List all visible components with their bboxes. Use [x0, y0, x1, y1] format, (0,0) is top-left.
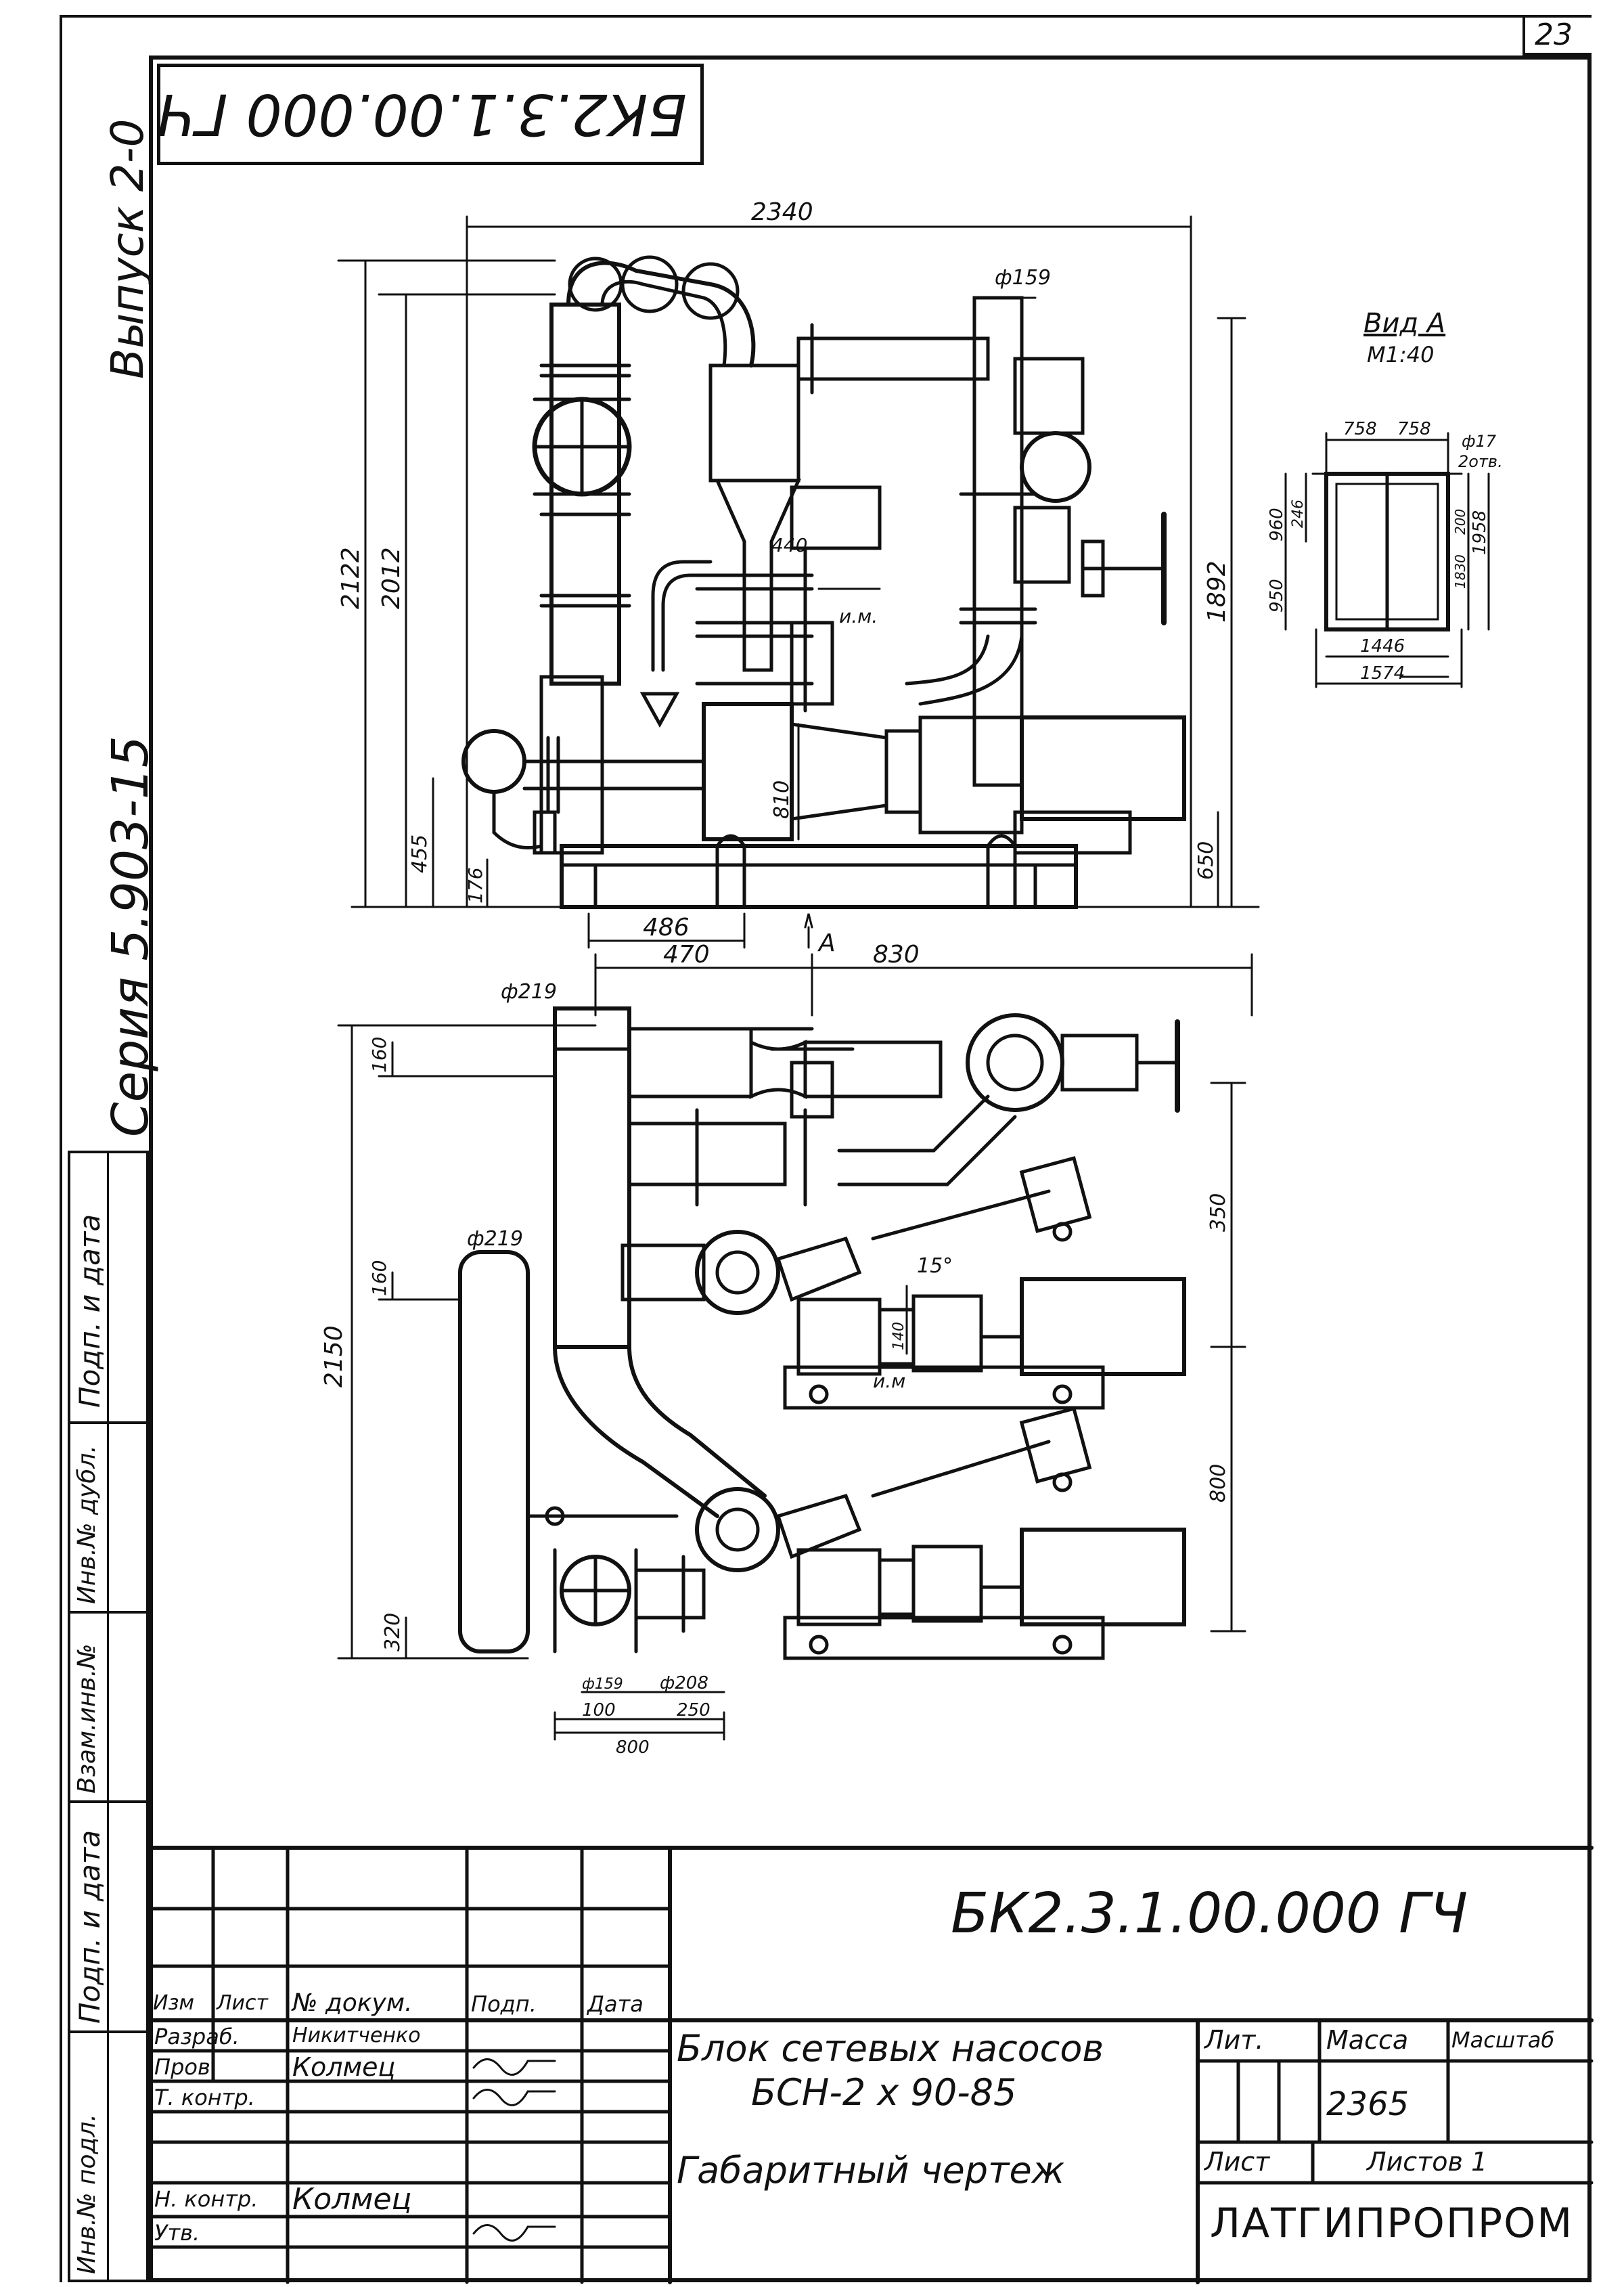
- dim-160-top: 160: [368, 1037, 390, 1073]
- tb-h-sheet: Лист: [1204, 2147, 1270, 2177]
- tb-role-5: Н. контр.: [154, 2186, 258, 2212]
- elevation-view: [461, 255, 1186, 909]
- plan-dimensions: [337, 953, 1253, 1741]
- page-number: 23: [1535, 18, 1573, 52]
- tb-organization: ЛАТГИПРОПРОМ: [1210, 2200, 1574, 2247]
- plan-view: [458, 1006, 1186, 1660]
- side-stamp-row-line: [68, 1421, 149, 1424]
- dim-800-bottom: 800: [616, 1737, 650, 1758]
- dim-486: 486: [643, 914, 690, 941]
- tb-role-1: Разраб.: [154, 2024, 240, 2049]
- tb-role-6: Утв.: [154, 2220, 200, 2246]
- drawing-frame: [149, 55, 1592, 2282]
- tb-h-scale: Масштаб: [1451, 2027, 1555, 2053]
- elevation-dimensions: [337, 215, 1260, 949]
- dim-758-a: 758: [1343, 419, 1377, 439]
- dim-250: 250: [677, 1700, 710, 1720]
- side-stamp-divider: [107, 1151, 109, 2282]
- dim-2012: 2012: [378, 547, 405, 609]
- dim-2340: 2340: [751, 198, 813, 226]
- dim-1830: 1830: [1452, 554, 1468, 589]
- title-block-lines: [147, 1846, 1594, 2284]
- dim-2122: 2122: [337, 547, 365, 609]
- tb-h-sheets: Листов 1: [1367, 2147, 1488, 2177]
- side-stamp-row-line: [68, 2030, 149, 2033]
- tb-designation: БК2.3.1.00.000 ГЧ: [951, 1882, 1468, 1946]
- dim-470: 470: [663, 941, 710, 969]
- dim-phi-small: ф159: [582, 1676, 623, 1693]
- dim-350: 350: [1206, 1193, 1230, 1232]
- tb-role-2: Пров.: [154, 2054, 217, 2080]
- page-number-box: [1522, 15, 1592, 55]
- dim-140: 140: [890, 1322, 907, 1350]
- tb-h-lit: Лит.: [1204, 2025, 1264, 2055]
- dim-2otv: 2отв.: [1458, 452, 1503, 471]
- dim-810: 810: [770, 780, 794, 819]
- dim-phi219-mid: ф219: [467, 1227, 523, 1251]
- dim-830: 830: [873, 941, 920, 969]
- dim-1446: 1446: [1360, 636, 1405, 657]
- tb-h-izm: Изм: [153, 1991, 195, 2015]
- tb-name-line3: Габаритный чертеж: [677, 2149, 1065, 2192]
- dim-440: 440: [771, 534, 807, 556]
- view-a-scale: М1:40: [1367, 342, 1435, 368]
- tb-h-sign: Подп.: [471, 1991, 537, 2017]
- dim-phi17: ф17: [1462, 432, 1497, 451]
- dim-160-mid: 160: [368, 1260, 390, 1296]
- dim-100: 100: [582, 1700, 616, 1720]
- tb-name-line2: БСН-2 x 90-85: [751, 2071, 1017, 2114]
- dim-um-top: и.м.: [839, 605, 878, 627]
- left-border-line: [60, 15, 62, 2282]
- dim-320: 320: [381, 1613, 405, 1651]
- dim-2150: 2150: [320, 1325, 348, 1387]
- tb-h-list: Лист: [217, 1991, 269, 2015]
- dim-246: 246: [1290, 499, 1307, 528]
- dim-200: 200: [1452, 509, 1468, 535]
- view-a-arrow-label: А: [817, 929, 836, 957]
- dim-1574: 1574: [1360, 663, 1405, 684]
- tb-h-date: Дата: [587, 1991, 644, 2017]
- dim-455: 455: [408, 835, 432, 873]
- dim-um-plan: и.м: [873, 1370, 905, 1392]
- dim-phi208: ф208: [660, 1673, 708, 1693]
- dim-1958: 1958: [1470, 510, 1490, 555]
- view-a-title: Вид А: [1363, 308, 1446, 339]
- dim-800-right: 800: [1206, 1464, 1230, 1503]
- dim-950: 950: [1267, 579, 1287, 613]
- side-stamp-row-line: [68, 1800, 149, 1803]
- view-a-drawing: [1284, 432, 1490, 688]
- dim-650: 650: [1194, 841, 1218, 880]
- dim-960: 960: [1267, 508, 1287, 541]
- tb-h-doc: № докум.: [292, 1989, 413, 2017]
- tb-role-3: Т. контр.: [154, 2085, 255, 2110]
- top-border-line: [60, 15, 1592, 18]
- dim-758-b: 758: [1397, 419, 1431, 439]
- tb-name-1: Никитченко: [292, 2024, 421, 2047]
- tb-name-2: Колмец: [292, 2052, 396, 2082]
- dim-1892: 1892: [1203, 560, 1231, 623]
- side-stamp-row-line: [68, 1611, 149, 1614]
- tb-mass-value: 2365: [1326, 2085, 1409, 2123]
- dim-176: 176: [464, 868, 487, 904]
- tb-name-5: Колмец: [292, 2182, 412, 2217]
- dim-15deg: 15°: [917, 1254, 953, 1278]
- dim-phi159: ф159: [995, 266, 1051, 290]
- tb-h-mass: Масса: [1326, 2025, 1409, 2055]
- dim-phi219-top: ф219: [501, 980, 557, 1004]
- tb-name-line1: Блок сетевых насосов: [677, 2027, 1104, 2070]
- top-stamp-box: [157, 64, 704, 165]
